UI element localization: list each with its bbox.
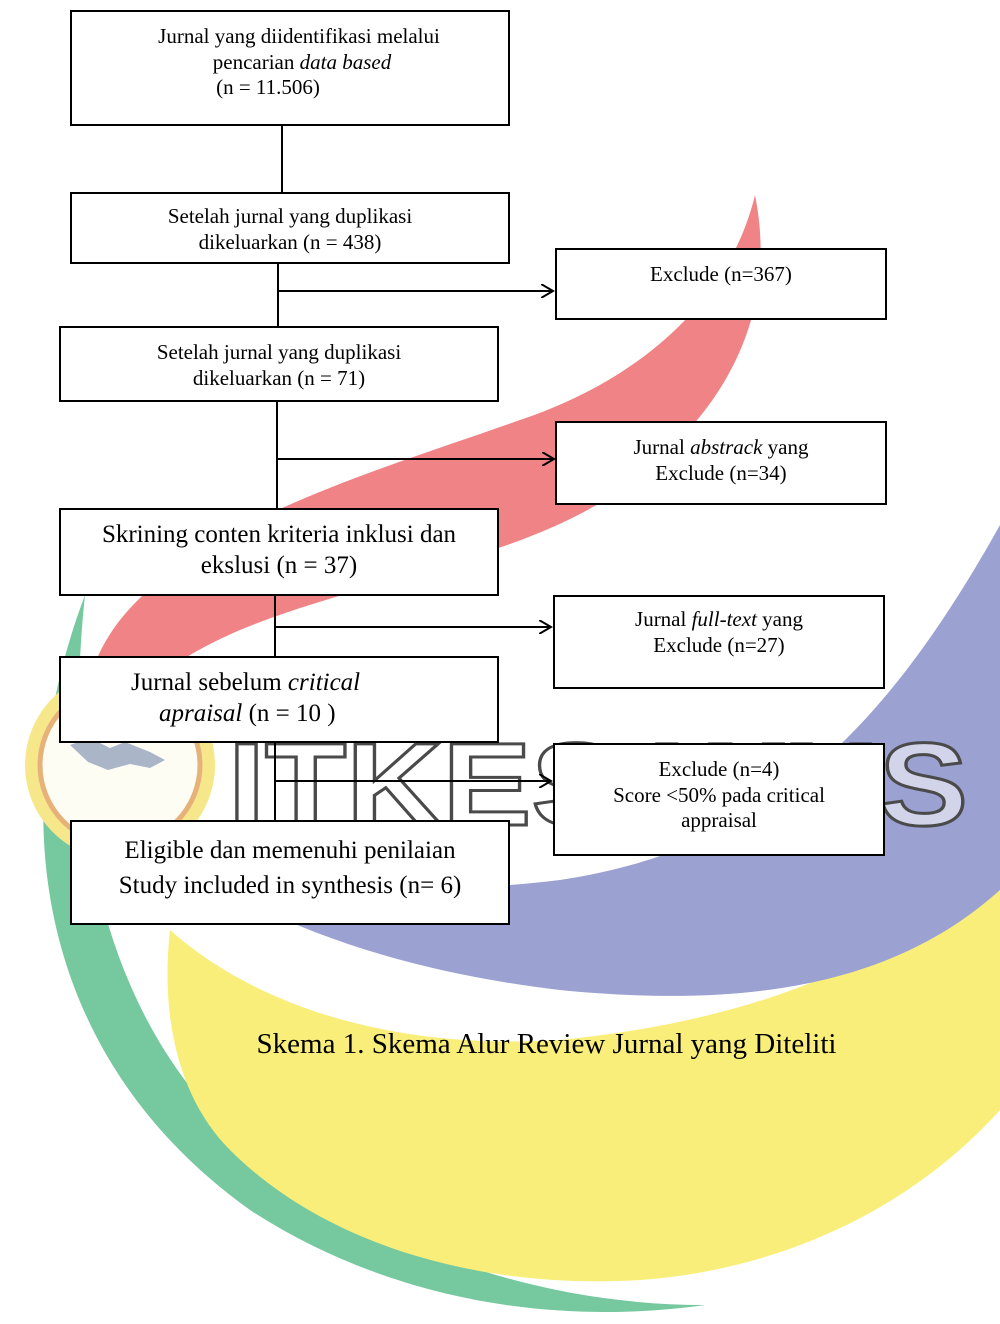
watermark-red-flame	[87, 195, 761, 745]
dedup1-line1: Setelah jurnal yang duplikasi	[167, 204, 413, 228]
box-dedup1: Setelah jurnal yang duplikasi dikeluarka…	[70, 192, 510, 264]
exclude3-line1-italic: full-text	[691, 607, 757, 631]
figure-caption: Skema 1. Skema Alur Review Jurnal yang D…	[256, 1028, 837, 1060]
identified-line2-italic: data based	[299, 49, 392, 74]
exclude2-line2: Exclude (n=34)	[655, 460, 787, 485]
exclude2-line1-text: Jurnal	[633, 435, 691, 459]
exclude1-text: Exclude (n=367)	[650, 262, 792, 286]
exclude4-line2: Score <50% pada critical	[613, 782, 825, 807]
critical-line1-text: Jurnal sebelum	[131, 669, 288, 696]
dedup2-line2: dikeluarkan (n = 71)	[192, 365, 366, 390]
identified-line2-text: pencarian	[212, 49, 300, 74]
watermark-emblem-map	[70, 738, 165, 770]
critical-line1: Jurnal sebelum critical	[131, 668, 360, 699]
box-critical: Jurnal sebelum critical apraisal (n = 10…	[59, 656, 499, 743]
box-identified: Jurnal yang diidentifikasi melalui penca…	[70, 10, 510, 126]
dedup2-line1: Setelah jurnal yang duplikasi	[156, 340, 402, 364]
exclude3-line1: Jurnal full-text yang	[635, 607, 803, 633]
critical-line1-italic: critical	[287, 669, 361, 696]
critical-line2: apraisal (n = 10 )	[131, 699, 336, 730]
box-exclude2: Jurnal abstrack yang Exclude (n=34)	[555, 421, 887, 505]
identified-count: (n = 11.506)	[216, 75, 320, 100]
box-exclude3: Jurnal full-text yang Exclude (n=27)	[553, 595, 885, 689]
exclude4-line1: Exclude (n=4)	[658, 757, 780, 781]
exclude3-line1-post: yang	[756, 607, 803, 631]
watermark-yellow-swoosh	[167, 860, 1000, 1282]
screening-line2: ekslusi (n = 37)	[200, 551, 358, 579]
dedup1-line2: dikeluarkan (n = 438)	[198, 229, 382, 254]
eligible-line2: Study included in synthesis (n= 6)	[118, 871, 462, 899]
eligible-line1: Eligible dan memenuhi penilaian	[124, 837, 456, 864]
box-exclude4: Exclude (n=4) Score <50% pada critical a…	[553, 743, 885, 856]
watermark-green-swoosh	[43, 595, 705, 1312]
identified-line2: pencarian data based	[189, 50, 391, 76]
critical-line2-italic: apraisal	[159, 699, 243, 727]
box-exclude1: Exclude (n=367)	[555, 248, 887, 320]
box-eligible: Eligible dan memenuhi penilaian Study in…	[70, 820, 510, 925]
identified-line1: Jurnal yang diidentifikasi melalui	[158, 24, 440, 48]
screening-line1: Skrining conten kriteria inklusi dan	[101, 521, 457, 548]
watermark-blue-swoosh	[130, 525, 1000, 996]
exclude2-line1: Jurnal abstrack yang	[634, 435, 809, 461]
exclude2-line1-italic: abstrack	[690, 435, 763, 459]
exclude3-line2: Exclude (n=27)	[653, 632, 785, 657]
box-dedup2: Setelah jurnal yang duplikasi dikeluarka…	[59, 326, 499, 402]
box-screening: Skrining conten kriteria inklusi dan eks…	[59, 508, 499, 596]
exclude4-line3: appraisal	[681, 808, 757, 833]
exclude3-line1-text: Jurnal	[635, 607, 692, 631]
critical-line2-count: (n = 10 )	[242, 699, 336, 727]
exclude2-line1-post: yang	[762, 435, 809, 459]
